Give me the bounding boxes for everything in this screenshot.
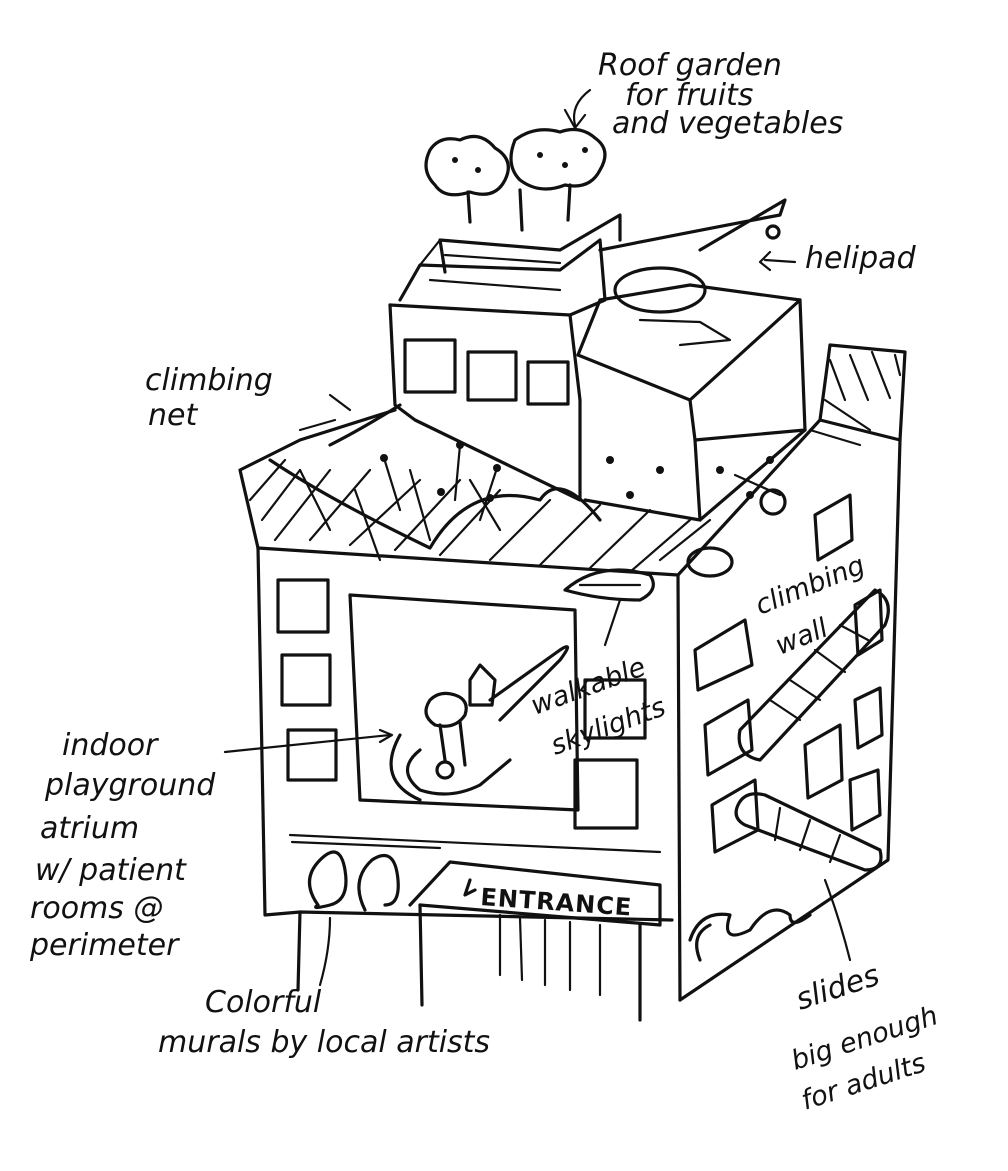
climbing-net-label-2: net xyxy=(148,398,198,433)
climbing-wall xyxy=(733,473,787,516)
indoor-playground-label-4: w/ patient xyxy=(35,853,187,888)
slides-label-1: slides xyxy=(792,958,884,1018)
roof-deck xyxy=(238,398,872,574)
upper-tower xyxy=(388,213,622,502)
indoor-playground-label-1: indoor xyxy=(62,728,159,763)
slides xyxy=(734,588,890,872)
murals-label-1: Colorful xyxy=(205,985,322,1020)
climbing-net-label-1: climbing xyxy=(145,363,273,398)
helipad-label: helipad xyxy=(805,241,917,276)
roof-garden-label-3: and vegetables xyxy=(612,106,843,141)
side-facade xyxy=(676,343,907,1002)
leader-lines xyxy=(223,88,852,987)
atrium-playground xyxy=(389,645,570,802)
murals xyxy=(307,850,812,962)
front-facade xyxy=(256,546,682,1002)
indoor-playground-label-5: rooms @ xyxy=(30,891,163,926)
roof-garden-label-1: Roof garden xyxy=(598,48,782,83)
walkable-skylight xyxy=(563,546,734,602)
murals-label-2: murals by local artists xyxy=(158,1025,490,1060)
roof-garden-label-2: for fruits xyxy=(625,78,753,113)
indoor-playground-label-3: atrium xyxy=(40,811,139,846)
entrance-canopy xyxy=(408,860,662,1022)
climbing-wall-label-2: wall xyxy=(771,612,833,661)
climbing-wall-label-1: climbing xyxy=(751,550,869,622)
roof-garden-trees xyxy=(424,127,607,232)
indoor-playground-label-2: playground xyxy=(44,768,216,803)
helipad-tower xyxy=(576,198,807,522)
indoor-playground-label-6: perimeter xyxy=(29,928,180,963)
